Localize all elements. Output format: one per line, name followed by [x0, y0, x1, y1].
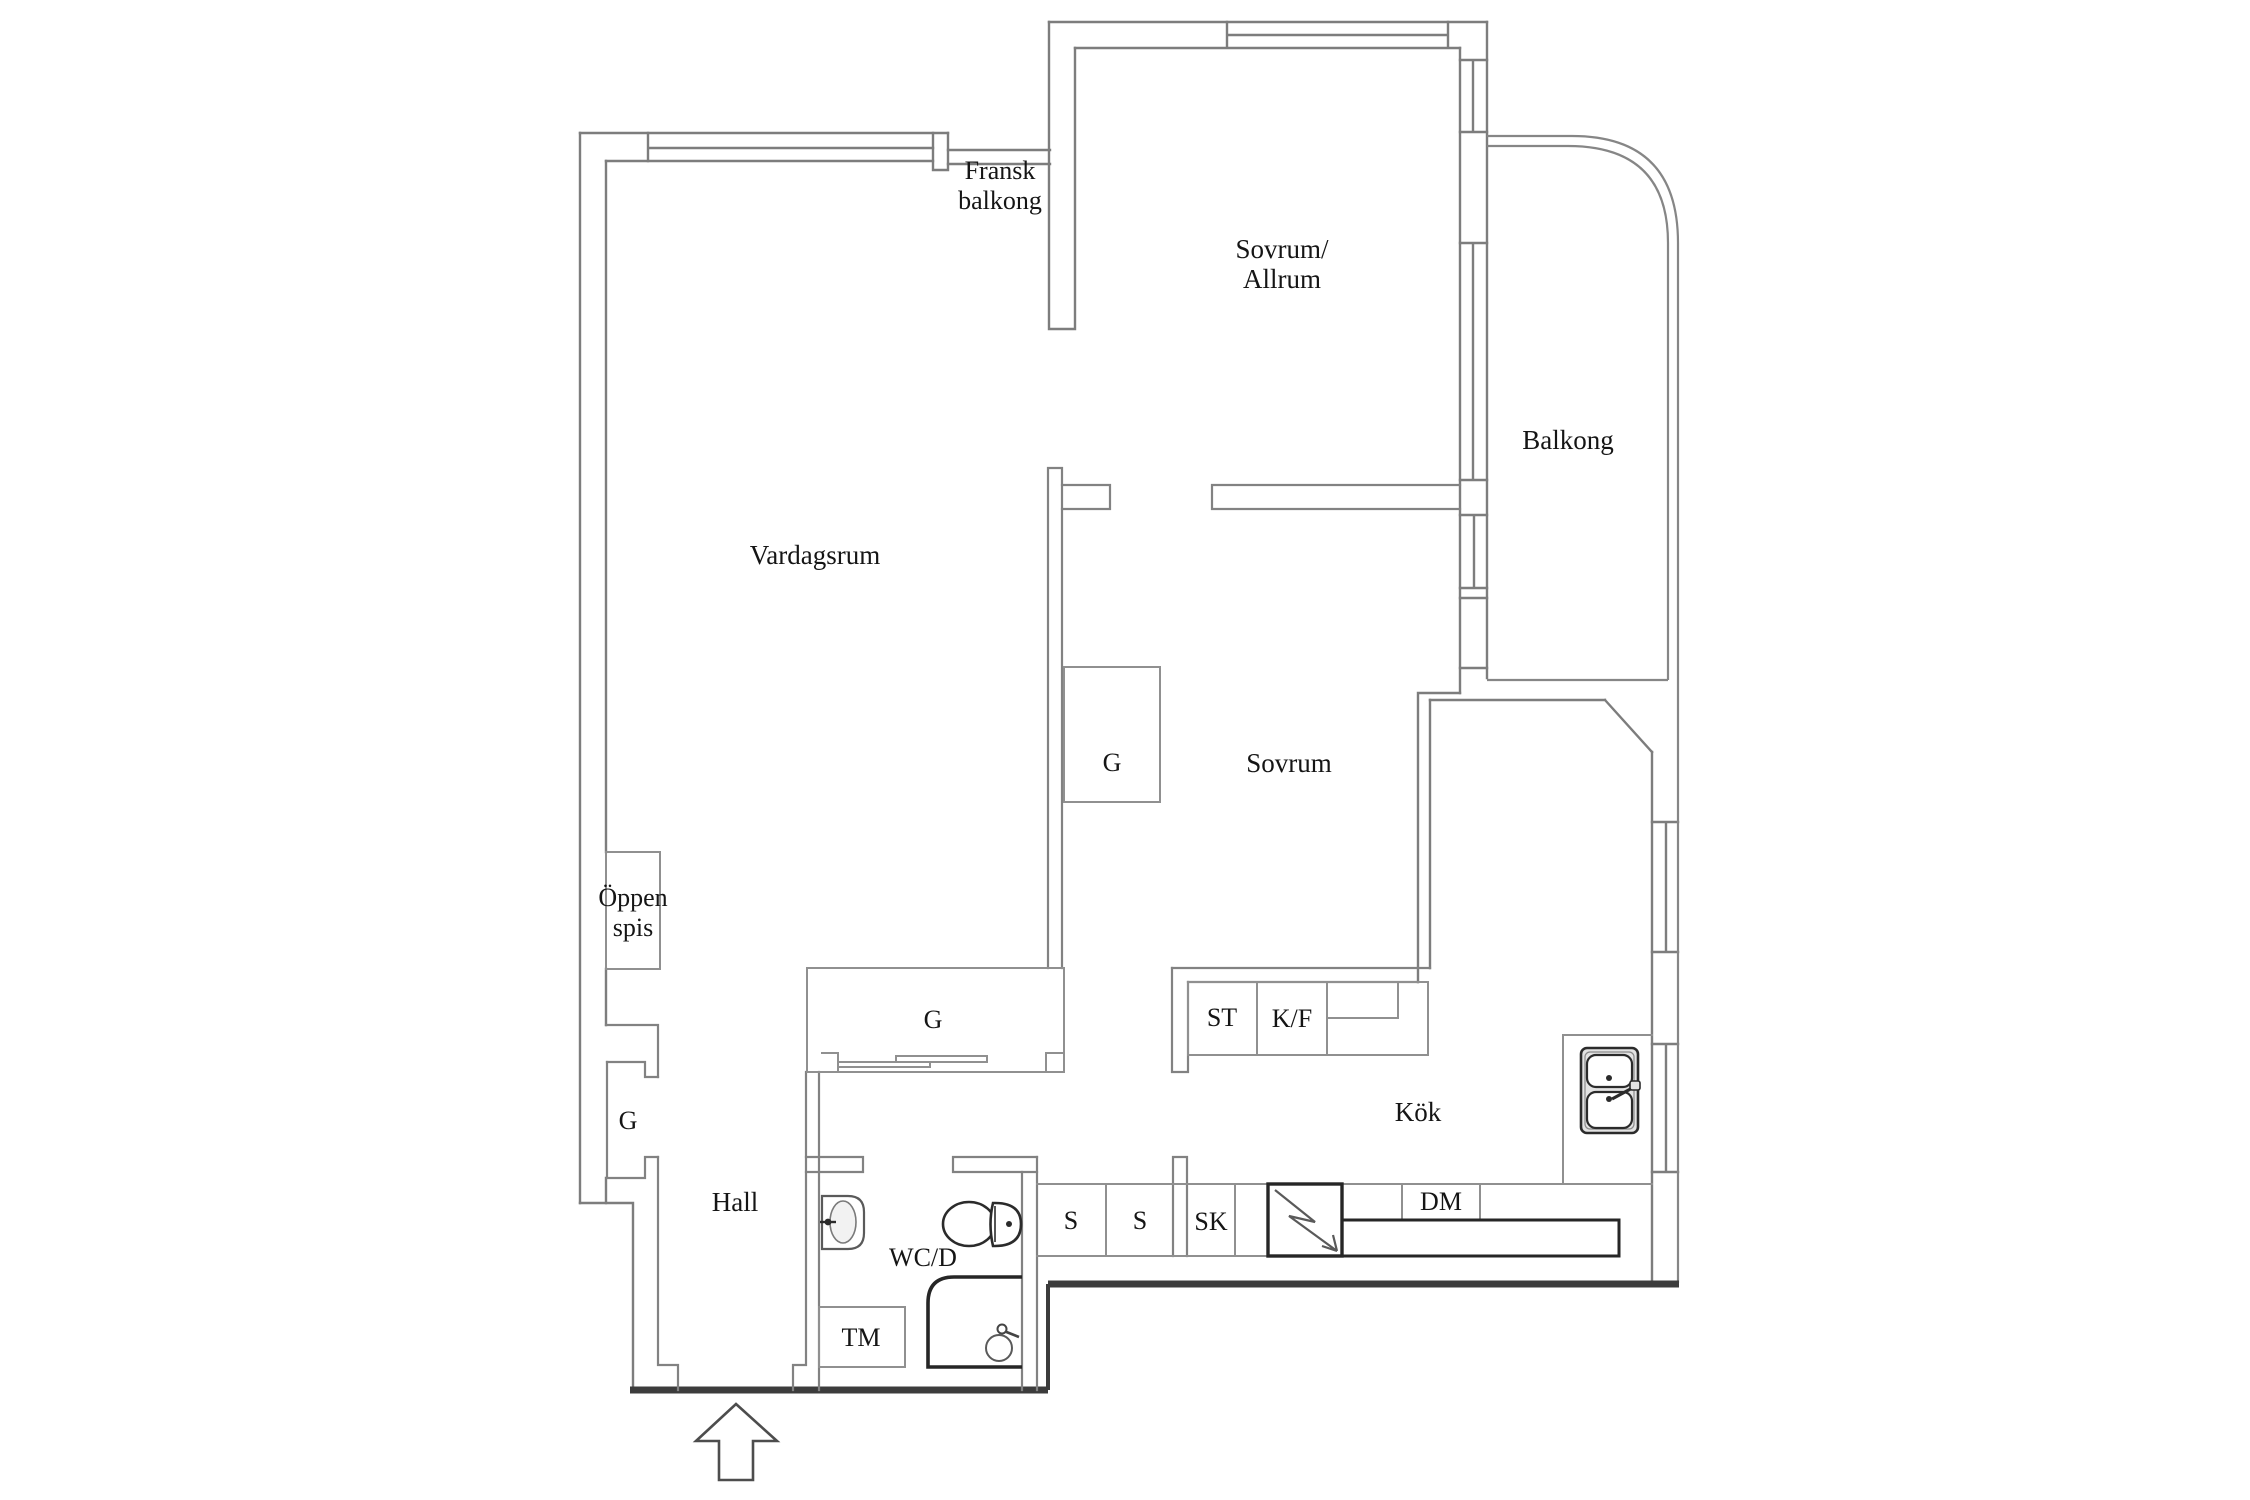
- bottom-walls: [630, 1280, 1679, 1394]
- fransk-balkong-label: Fransk balkong: [958, 156, 1042, 216]
- washbasin-icon: [820, 1194, 866, 1251]
- exterior-walls: [578, 20, 1680, 1392]
- balkong-label: Balkong: [1522, 425, 1614, 455]
- vardagsrum-label: Vardagsrum: [749, 540, 881, 570]
- washing-machine-box: [818, 1306, 906, 1368]
- kok-label: Kök: [1394, 1097, 1442, 1127]
- toilet-icon: [941, 1200, 1023, 1248]
- entrance-arrow-icon: [692, 1402, 781, 1482]
- fireplace-box: [605, 851, 661, 970]
- kitchen-sink-icon: [1579, 1046, 1641, 1135]
- dm-label: DM: [1420, 1187, 1462, 1216]
- wcd-label: WC/D: [889, 1243, 957, 1272]
- wardrobe-vardagsrum-box: [806, 967, 1065, 1073]
- tm-label: TM: [841, 1323, 881, 1352]
- garderob-vardagsrum-label: G: [923, 1005, 943, 1034]
- kitchen-counter-front: [1340, 1218, 1621, 1258]
- stove-icon: [1266, 1182, 1344, 1258]
- balcony-railing: [1487, 134, 1680, 1283]
- sovrum-allrum-label: Sovrum/ Allrum: [1235, 234, 1328, 294]
- st-kf-cabinet-row: [1187, 981, 1429, 1056]
- shower-icon: [926, 1275, 1022, 1369]
- sovrum-allrum-line1: Sovrum/: [1235, 234, 1329, 264]
- s2-label: S: [1132, 1206, 1148, 1235]
- sovrum-allrum-line2: Allrum: [1242, 264, 1321, 294]
- s1-label: S: [1063, 1206, 1079, 1235]
- garderob-hall-label: G: [618, 1106, 638, 1135]
- interior-walls: [604, 466, 1462, 1392]
- sk-label: SK: [1194, 1207, 1228, 1236]
- kf-label: K/F: [1271, 1004, 1313, 1033]
- oppen-spis-line1: Öppen: [598, 883, 668, 912]
- oppen-spis-line2: spis: [612, 913, 654, 942]
- cabinets: [605, 666, 1653, 1368]
- st-label: ST: [1206, 1003, 1238, 1032]
- hall-label: Hall: [711, 1187, 759, 1217]
- oppen-spis-label: Öppen spis: [598, 883, 667, 943]
- sovrum-label: Sovrum: [1246, 748, 1332, 778]
- fransk-balkong-line2: balkong: [958, 186, 1042, 215]
- fransk-balkong-line1: Fransk: [964, 156, 1036, 185]
- garderob-sovrum-label: G: [1102, 748, 1122, 777]
- wardrobe-sovrum-box: [1063, 666, 1161, 803]
